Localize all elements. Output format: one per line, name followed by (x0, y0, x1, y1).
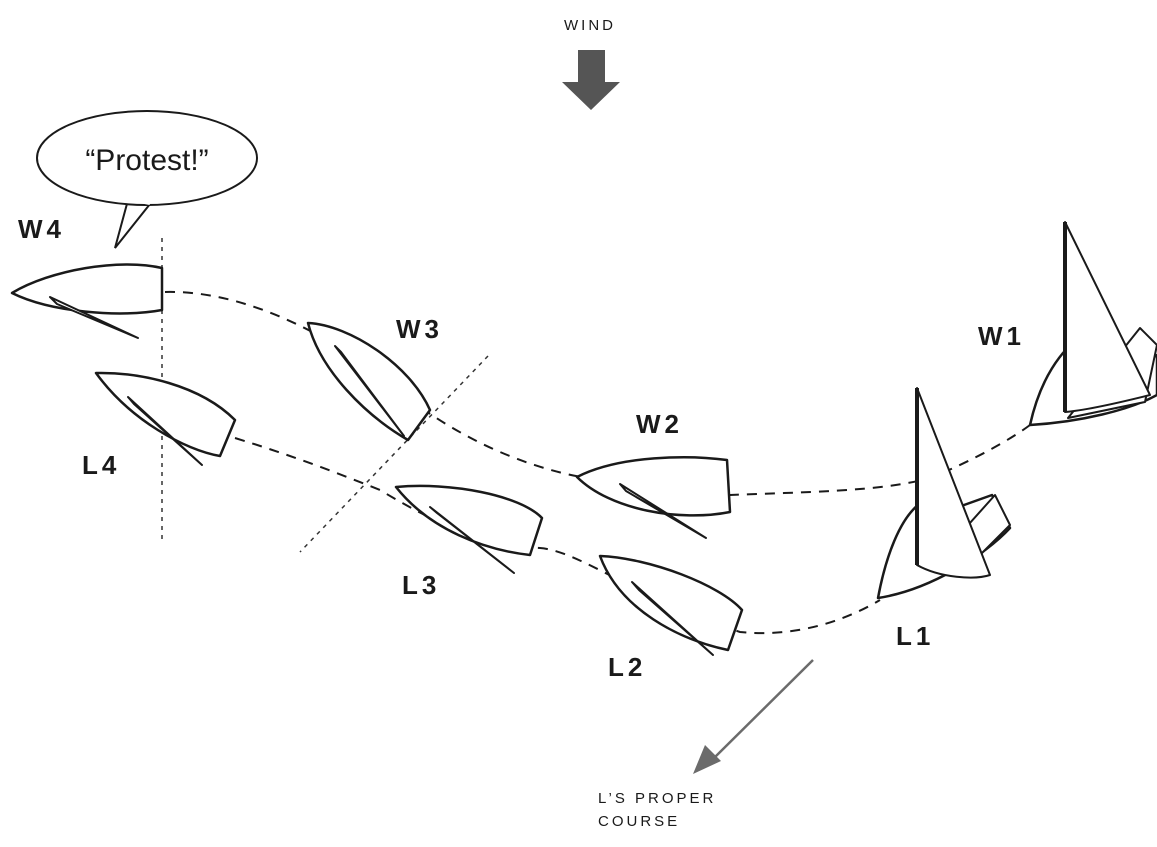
boat-label-w4: W4 (18, 214, 65, 244)
overlap-reference-line (299, 355, 489, 553)
proper-course-arrow-icon (693, 745, 721, 774)
boat-label-w1: W1 (978, 321, 1025, 351)
proper-course-label-line2: COURSE (598, 813, 680, 830)
proper-course-line (711, 659, 814, 761)
boat-label-l3: L3 (402, 570, 440, 600)
wind-arrow-icon (562, 50, 620, 110)
boat-l3 (394, 484, 544, 574)
boat-l1 (876, 387, 1012, 600)
windward-track (164, 290, 1031, 497)
boat-w1 (1028, 221, 1157, 427)
leeward-track (234, 437, 881, 635)
boat-label-w2: W2 (636, 409, 683, 439)
wind-label: WIND (564, 17, 616, 34)
boat-w3 (306, 321, 432, 442)
protest-text: “Protest!” (85, 144, 208, 177)
boat-label-l1: L1 (896, 621, 934, 651)
boat-label-l4: L4 (82, 450, 120, 480)
proper-course-label-line1: L’S PROPER (598, 790, 716, 807)
boat-label-w3: W3 (396, 314, 443, 344)
boat-w4 (10, 263, 164, 339)
boat-w2 (575, 456, 732, 539)
boat-label-l2: L2 (608, 652, 646, 682)
boat-l4 (94, 371, 237, 466)
protest-speech-bubble: “Protest!” (36, 110, 258, 249)
boat-l2 (598, 554, 744, 656)
